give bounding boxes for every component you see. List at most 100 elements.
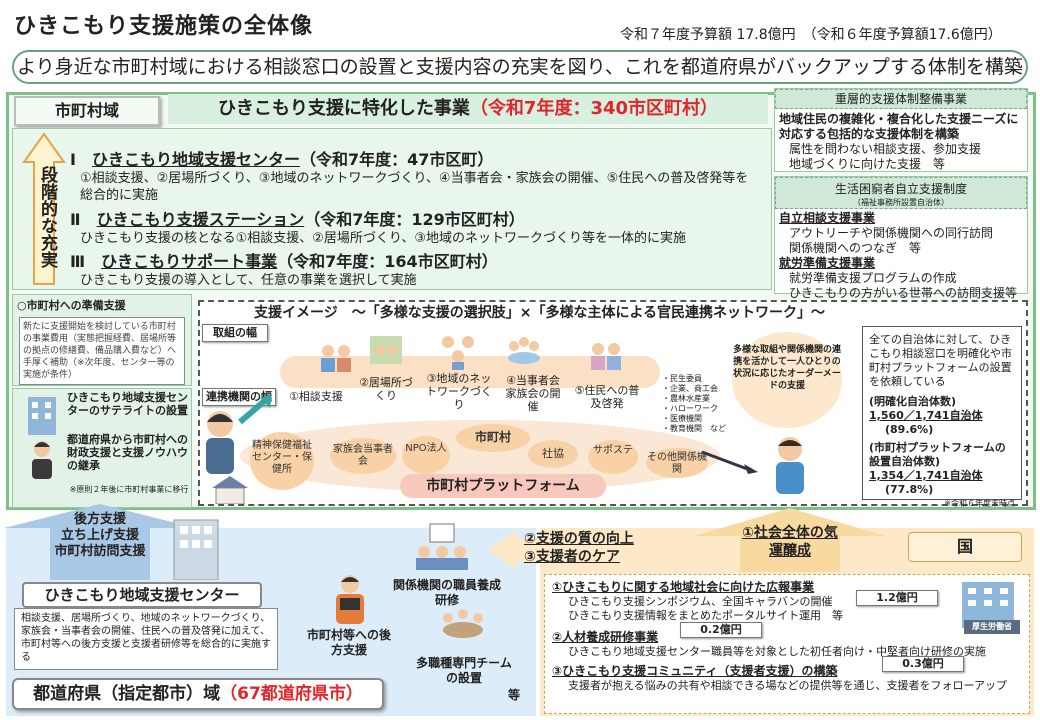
choice-network: ③地域のネットワークづくり (426, 372, 492, 411)
prefecture-center-tab: ひきこもり地域支援センター (22, 582, 262, 608)
national-item-head: ②人材養成研修事業 (552, 630, 659, 644)
item-name: ひきこもり地域支援センター (91, 150, 300, 169)
multilayer-support-box: 重層的支援体制整備事業 地域住民の複雑化・複合化した支援ニーズに対応する包括的な… (774, 88, 1028, 172)
society-label: ①社会全体の気運醸成 (742, 525, 838, 559)
item-description: ひきこもり支援の導入として、任意の事業を選択して実施 (80, 273, 417, 288)
independence-head: 生活困窮者自立支援制度 (834, 182, 967, 196)
national-project-list (544, 574, 1030, 714)
band-text: ひきこもり支援に特化した事業 (217, 98, 470, 119)
multilayer-head: 重層的支援体制整備事業 (775, 89, 1027, 109)
other-partner: ・ハローワーク (662, 404, 718, 413)
other-partner: ・農林水産業 (662, 394, 710, 403)
choice-family: ④当事者会家族会の開催 (505, 374, 561, 413)
national-item-line: ひきこもり支援シンポジウム、全国キャラバンの開催 (568, 595, 833, 608)
partner-npo: NPO法人 (402, 436, 450, 474)
stats-heading: (市町村プラットフォームの設置自治体数) (869, 441, 1006, 468)
item-count: （令和7年度：164市区町村） (277, 252, 498, 271)
consultation-illustration (321, 345, 351, 372)
multilayer-summary: 地域住民の複雑化・複合化した支援ニーズに対応する包括的な支援体制を構築 (779, 112, 1019, 141)
price-tag: 0.3億円 (882, 656, 964, 672)
supporter-person-icon (776, 437, 804, 494)
item-description: ①相談支援、②居場所づくり、③地域のネットワークづくり、④当事者会・家族会の開催… (80, 171, 749, 203)
quality-labels: ②支援の質の向上 ③支援者のケア (524, 530, 634, 566)
stats-box: 全ての自治体に対して、ひきこもり相談窓口を明確化や市町村プラットフォームの設置を… (862, 326, 1022, 508)
prefecture-label: 都道府県（指定都市）域 (33, 684, 221, 704)
item-name: ひきこもり支援ステーション (96, 210, 305, 229)
etc-label: 等 (508, 688, 521, 702)
national-item-head: ③ひきこもり支援コミュニティ（支援者支援）の構築 (552, 664, 838, 678)
other-partner: ・医療機関 (662, 414, 702, 423)
speech-bubble: 多様な取組や関係機関の連携を活かして一人ひとりの状況に応じたオーダーメードの支援 (732, 332, 842, 428)
independence-item-head: 自立相談支援事業 (779, 211, 876, 225)
family-meeting-illustration (508, 337, 540, 364)
choice-consult: ①相談支援 (289, 390, 343, 403)
office-building-icon (173, 519, 219, 580)
stats-value: 1,560／1,741自治体 (869, 409, 983, 422)
municipal-platform: 市町村プラットフォーム (400, 474, 606, 498)
stats-heading: (明確化自治体数) (869, 395, 957, 408)
partner-social-welfare: 社協 (528, 440, 578, 468)
price-tag: 1.2億円 (856, 590, 938, 606)
satellite-text: ひきこもり地域支援センターのサテライトの設置 (67, 391, 188, 417)
prep-support-box: ○市町村への準備支援 新たに支援開始を検討している市町村の事業費用（実態把握経費… (12, 294, 192, 386)
quality-arrow-icon (488, 530, 684, 570)
item-number: Ⅲ (70, 252, 86, 271)
municipal-backup-label: 市町村等への後方支援 (306, 628, 391, 657)
awareness-illustration (591, 343, 621, 370)
satellite-note: ※原則２年後に市町村事業に移行 (69, 485, 189, 494)
other-partner: ・企業、商工会 (662, 384, 718, 393)
person-icon (32, 441, 52, 479)
partner-saposute: サポステ (588, 440, 638, 474)
partner-mental-health: 精神保健福祉センター・保健所 (250, 432, 314, 490)
team-illustration (443, 609, 483, 638)
stats-percent: (77.8%) (885, 483, 934, 496)
summary-banner: より身近な市町村域における相談窓口の設置と支援内容の充実を図り、これを都道府県が… (12, 50, 1028, 84)
stats-percent: (89.6%) (885, 423, 934, 436)
back-support-arrow-icon (4, 504, 196, 580)
prep-body: 新たに支援開始を検討している市町村の事業費用（実態把握経費、居場所等の拠点の修繕… (19, 317, 185, 385)
price-tag: 0.2億円 (680, 622, 762, 638)
specialized-project-band: ひきこもり支援に特化した事業（令和7年度：340市区町村） (168, 94, 768, 124)
independence-support-box: 生活困窮者自立支援制度 （福祉事務所設置自治体） 自立相談支援事業 アウトリーチ… (774, 176, 1028, 300)
training-illustration (416, 523, 468, 570)
national-item-head: ①ひきこもりに関する地域社会に向けた広報事業 (552, 580, 815, 594)
care-label: ③支援者のケア (524, 549, 620, 565)
stage-label: 段階的な充実 (37, 166, 57, 268)
independence-line: アウトリーチや関係機関への同行訪問 (789, 226, 994, 240)
project-list-panel (12, 128, 772, 290)
project-item-1: Ⅰ ひきこもり地域支援センター（令和7年度：47市区町） ①相談支援、②居場所づ… (70, 146, 760, 204)
item-number: Ⅱ (70, 210, 81, 229)
multilayer-line: 地域づくりに向けた支援 等 (789, 157, 946, 171)
national-item-line: ひきこもり支援情報をまとめたポータルサイト運用 等 (568, 609, 843, 622)
fiscal-support-text: 都道府県から市町村への財政支援と支援ノウハウの継承 (67, 433, 188, 472)
choice-place: ②居場所づくり (359, 376, 413, 402)
startup-support-label: 立ち上げ支援 市町村訪問支援 (54, 528, 146, 559)
link-tab: 連携機関の幅 (202, 388, 276, 406)
national-item-line: ひきこもり地域支援センター職員等を対象とした初任者向け・中堅者向け研修の実施 (568, 645, 986, 658)
national-label: 国 (908, 532, 1022, 562)
item-count: （令和7年度：47市区町） (299, 150, 494, 169)
range-tab: 取組の幅 (202, 324, 268, 342)
band-count: （令和7年度：340市区町村） (469, 98, 719, 119)
multilayer-line: 属性を問わない相談支援、参加支援 (789, 142, 982, 156)
network-illustration (442, 336, 474, 370)
quality-label: ②支援の質の向上 (524, 531, 634, 547)
back-support-label: 後方支援 (73, 512, 126, 527)
partner-others: その他関係機関 (646, 448, 708, 478)
national-item-line: 支援者が抱える悩みの共有や相談できる場などの提供等を通じ、支援者をフォローアップ (568, 679, 1008, 692)
independence-item-head: 就労準備支援事業 (779, 256, 876, 270)
other-partners-list: ・民生委員 ・企業、商工会 ・農林水産業 ・ハローワーク ・医療機関 ・教育機関… (662, 374, 726, 434)
municipal-area-tab: 市町村域 (14, 96, 160, 126)
prefecture-center-description: 相談支援、居場所づくり、地域のネットワークづくり、家族会・当事者会の開催、住民へ… (14, 608, 278, 670)
connect-arrow-icon (701, 450, 758, 474)
prefecture-area-tab: 都道府県（指定都市）域（67都道府県市） (12, 678, 384, 710)
staff-qa-illustration (336, 575, 364, 624)
project-item-2: Ⅱ ひきこもり支援ステーション（令和7年度：129市区町村） ひきこもり支援の核… (70, 206, 760, 247)
satellite-box: ひきこもり地域支援センターのサテライトの設置 都道府県から市町村への財政支援と支… (12, 388, 192, 508)
training-label: 関係機関の職員養成研修 (392, 578, 501, 607)
team-label: 多職種専門チームの設置 (416, 656, 512, 685)
independence-line: ひきこもりの方がいる世帯への訪問支援等 (789, 286, 1018, 300)
item-count: （令和7年度：129市区町村） (304, 210, 525, 229)
society-arrow-icon (694, 508, 886, 572)
prefecture-count: （67都道府県市） (220, 684, 363, 704)
